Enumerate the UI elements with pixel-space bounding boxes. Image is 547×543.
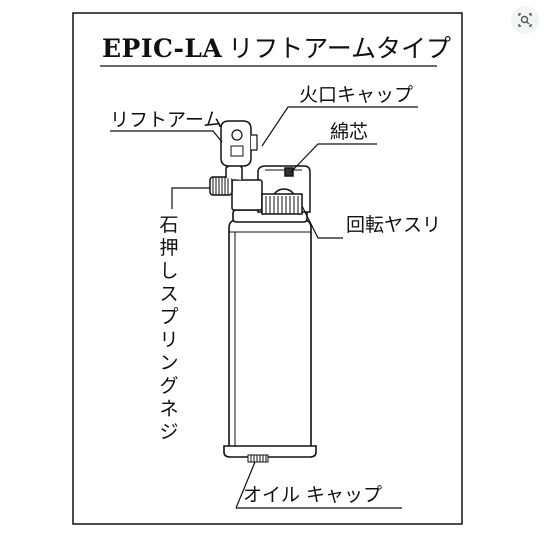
- spring-screw-char: リ: [159, 329, 179, 351]
- leader-oil-cap: [235, 461, 402, 509]
- oil-cap-knurl: [247, 454, 269, 463]
- spring-screw-char: ネ: [159, 398, 179, 420]
- spring-screw-char: ン: [159, 352, 179, 374]
- label-fire-cap: 火口キャップ: [299, 84, 414, 106]
- leader-fire-cap: [261, 106, 418, 147]
- spring-screw-char: し: [159, 260, 179, 282]
- title-model: EPIC-LA: [102, 34, 223, 63]
- label-oil-cap: オイル キャップ: [243, 484, 383, 506]
- leader-lines: [110, 106, 418, 509]
- spring-screw-char: 押: [159, 237, 179, 259]
- label-wick: 綿芯: [330, 121, 369, 143]
- spring-screw-char: 石: [159, 214, 179, 236]
- leader-lift-arm: [110, 130, 223, 143]
- diagram-frame: [72, 12, 463, 525]
- spring-screw-char: ジ: [159, 421, 179, 443]
- title-type: リフトアームタイプ: [228, 34, 452, 63]
- label-spring-screw: 石押しスプリングネジ: [156, 214, 182, 444]
- lens-search-icon[interactable]: [511, 6, 539, 34]
- label-lift-arm: リフトアーム: [110, 109, 223, 131]
- leader-spring-screw: [171, 187, 210, 209]
- leader-rotating-file: [301, 205, 343, 239]
- spring-screw-char: グ: [159, 375, 179, 397]
- label-rotating-file: 回転ヤスリ: [346, 214, 442, 236]
- leader-wick: [289, 143, 377, 174]
- spring-screw-char: プ: [159, 306, 179, 328]
- head-assembly: [209, 120, 311, 215]
- lighter-body: [223, 209, 317, 458]
- spring-screw-char: ス: [159, 283, 179, 305]
